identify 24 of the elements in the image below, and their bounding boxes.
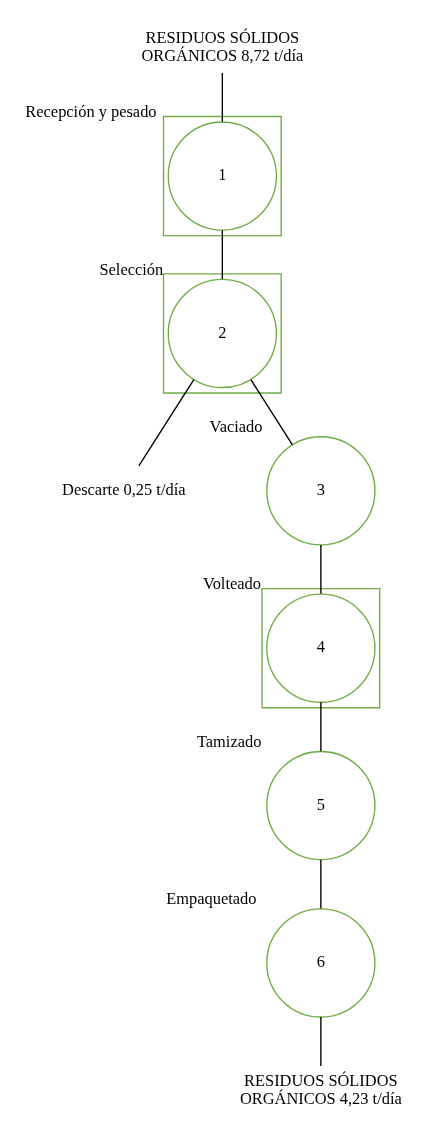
node-label: Tamizado xyxy=(196,731,262,751)
connector xyxy=(221,71,224,122)
node-circle: 4 xyxy=(266,592,376,703)
connector xyxy=(320,858,322,909)
node-text: RESIDUOS SÓLIDOS ORGÁNICOS 4,23 t/día xyxy=(239,1070,402,1108)
cluster xyxy=(162,272,282,394)
connector xyxy=(320,543,322,594)
node-circle: 5 xyxy=(266,750,376,860)
node-circle: 1 xyxy=(167,120,278,231)
node-text: Descarte 0,25 t/día xyxy=(62,479,186,499)
connector xyxy=(320,701,322,752)
node-text: RESIDUOS SÓLIDOS ORGÁNICOS 8,72 t/día xyxy=(141,27,304,65)
connector xyxy=(320,1015,322,1067)
connector xyxy=(250,378,294,445)
node-label: Volteado xyxy=(202,573,261,593)
node-label: Vaciado xyxy=(209,416,263,436)
node-circle: 2 xyxy=(167,278,278,388)
node-circle: 3 xyxy=(266,435,376,546)
node-label: Recepción y pesado xyxy=(25,101,157,121)
connector xyxy=(138,378,195,467)
node-label: Selección xyxy=(99,259,164,279)
node-label: Empaquetado xyxy=(166,888,257,908)
node-circle: 6 xyxy=(266,907,376,1018)
connector xyxy=(221,229,224,280)
